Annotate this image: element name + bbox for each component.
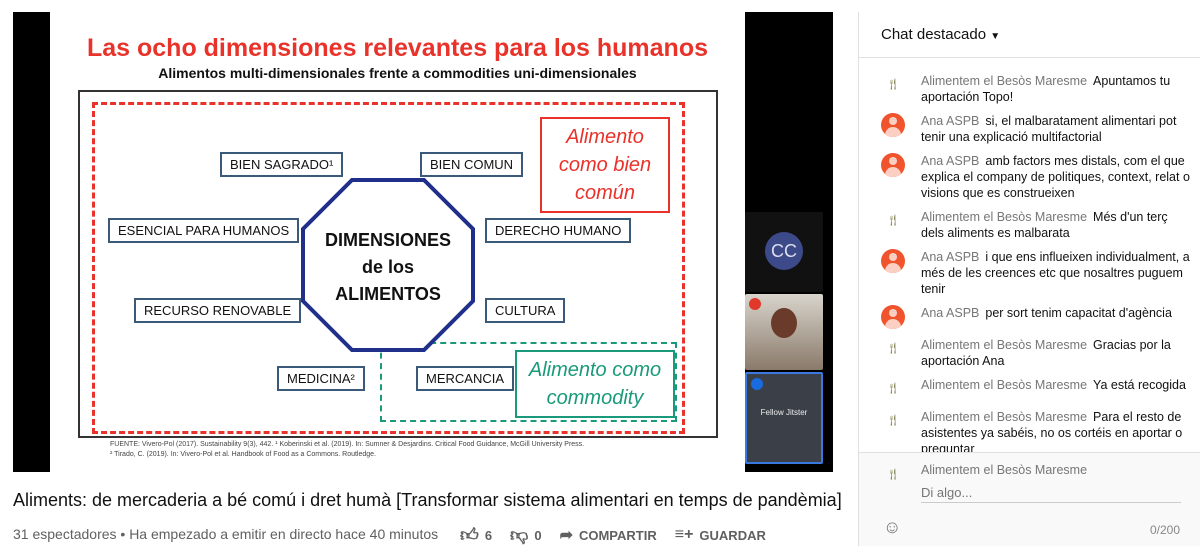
like-button[interactable]: 👍︎ 6 <box>460 524 492 546</box>
slide-title: Las ocho dimensiones relevantes para los… <box>86 34 709 62</box>
caret-down-icon: ▼ <box>990 31 1001 42</box>
dislike-button[interactable]: 👎︎ 0 <box>510 524 542 546</box>
message-author: Ana ASPB <box>921 250 980 264</box>
dimension-box: MERCANCIA <box>416 366 515 391</box>
message-author: Alimentem el Besòs Maresme <box>921 378 1088 392</box>
like-count: 6 <box>484 527 493 543</box>
message-author: Alimentem el Besòs Maresme <box>921 338 1088 352</box>
common-good-label: Alimento como bien común <box>540 117 670 213</box>
participant-strip: CC Fellow Jitster <box>745 212 823 472</box>
input-author: Alimentem el Besòs Maresme <box>921 463 1088 477</box>
message-text: per sort tenim capacitat d'agència <box>985 306 1172 320</box>
chat-header-label: Chat destacado <box>881 26 987 43</box>
participant-tile-active[interactable]: Fellow Jitster <box>745 372 823 464</box>
center-line: DIMENSIONES <box>324 230 452 250</box>
message-author: Alimentem el Besòs Maresme <box>921 74 1088 88</box>
dimension-box: ESENCIAL PARA HUMANOS <box>108 218 300 243</box>
author-avatar <box>881 249 905 273</box>
thumbs-down-icon: 👎︎ <box>510 525 529 545</box>
save-button[interactable]: ≡+ GUARDAR <box>675 526 766 544</box>
avatar: CC <box>765 232 803 270</box>
center-label: DIMENSIONES de los ALIMENTOS <box>300 227 476 308</box>
share-label: COMPARTIR <box>578 527 657 543</box>
center-line: de los <box>361 257 414 277</box>
message-text: Més d'un terç dels aliments es malbarata <box>921 210 1168 240</box>
video-player[interactable]: Las ocho dimensiones relevantes para los… <box>13 12 833 472</box>
dimension-box: BIEN SAGRADO¹ <box>220 152 344 177</box>
participant-name: Fellow Jitster <box>760 408 808 417</box>
common-good-region <box>92 102 685 434</box>
dislike-count: 0 <box>534 527 542 543</box>
emoji-icon[interactable]: ☺ <box>883 517 902 537</box>
author-avatar <box>881 153 905 177</box>
dimension-box: RECURSO RENOVABLE <box>134 298 302 323</box>
message-author: Ana ASPB <box>921 154 980 168</box>
chat-message: Ana ASPB per sort tenim capacitat d'agènc… <box>859 302 1200 332</box>
author-avatar: 🍴︎ <box>886 383 900 395</box>
commodity-region <box>380 342 677 422</box>
center-line: ALIMENTOS <box>335 284 441 304</box>
author-avatar: 🍴︎ <box>886 215 900 227</box>
thumbs-up-icon: 👍︎ <box>460 525 479 545</box>
participant-tile[interactable]: CC <box>745 212 823 292</box>
playlist-add-icon: ≡+ <box>674 526 694 543</box>
author-avatar: 🍴︎ <box>886 415 900 427</box>
dimension-box: BIEN COMUN <box>420 152 524 177</box>
author-avatar <box>881 305 905 329</box>
chat-input-area: 🍴︎ Alimentem el Besòs Maresme ☺ 0/200 <box>859 452 1200 546</box>
slide-frame <box>78 90 718 438</box>
video-meta: 31 espectadores • Ha empezado a emitir e… <box>13 526 439 542</box>
message-text: i que ens influeixen individualment, a m… <box>921 250 1190 296</box>
audio-level-icon <box>749 298 761 310</box>
live-chat: Chat destacado ▼ 🍴︎ Alimentem el Besòs Ma… <box>858 12 1200 546</box>
slide-footnote: FUENTE: Vivero-Pol (2017). Sustainabilit… <box>110 440 584 460</box>
message-text: Apuntamos tu aportación Topo! <box>921 74 1171 104</box>
octagon-shape <box>301 178 475 352</box>
share-icon: ➦ <box>559 527 573 544</box>
video-title: Aliments: de mercaderia a bé comú i dret… <box>13 490 842 510</box>
chat-mode-dropdown[interactable]: Chat destacado ▼ <box>859 12 1200 58</box>
chat-message: 🍴︎ Alimentem el Besòs Maresme Ya está reco… <box>859 374 1200 404</box>
presentation-slide: Las ocho dimensiones relevantes para los… <box>50 12 745 472</box>
author-avatar: 🍴︎ <box>886 343 900 355</box>
message-author: Alimentem el Besòs Maresme <box>921 210 1088 224</box>
message-author: Ana ASPB <box>921 306 980 320</box>
footnote-line: ² Tirado, C. (2019). In: Vivero-Pol et a… <box>110 451 377 458</box>
footnote-line: FUENTE: Vivero-Pol (2017). Sustainabilit… <box>110 441 585 448</box>
channel-avatar: 🍴︎ <box>886 469 900 481</box>
dimension-box: CULTURA <box>485 298 566 323</box>
chat-input[interactable] <box>921 483 1181 503</box>
message-author: Ana ASPB <box>921 114 980 128</box>
participant-video-tile[interactable] <box>745 294 823 370</box>
message-text: si, el malbaratament alimentari pot teni… <box>921 114 1177 144</box>
author-avatar: 🍴︎ <box>886 79 900 91</box>
slide-subtitle: Alimentos multi-dimensionales frente a c… <box>158 65 637 81</box>
dimension-box: MEDICINA² <box>277 366 365 391</box>
speaker-icon <box>751 378 763 390</box>
share-button[interactable]: ➦ COMPARTIR <box>560 525 657 545</box>
participant-face <box>771 308 797 338</box>
char-counter: 0/200 <box>1149 523 1180 537</box>
message-text: amb factors mes distals, com el que expl… <box>921 154 1190 200</box>
save-label: GUARDAR <box>699 527 766 543</box>
message-text: Gracias por la aportación Ana <box>921 338 1171 368</box>
dimension-box: DERECHO HUMANO <box>485 218 632 243</box>
author-avatar <box>881 113 905 137</box>
message-text: Ya está recogida <box>1093 378 1186 392</box>
commodity-label: Alimento como commodity <box>515 350 675 418</box>
message-author: Alimentem el Besòs Maresme <box>921 410 1088 424</box>
